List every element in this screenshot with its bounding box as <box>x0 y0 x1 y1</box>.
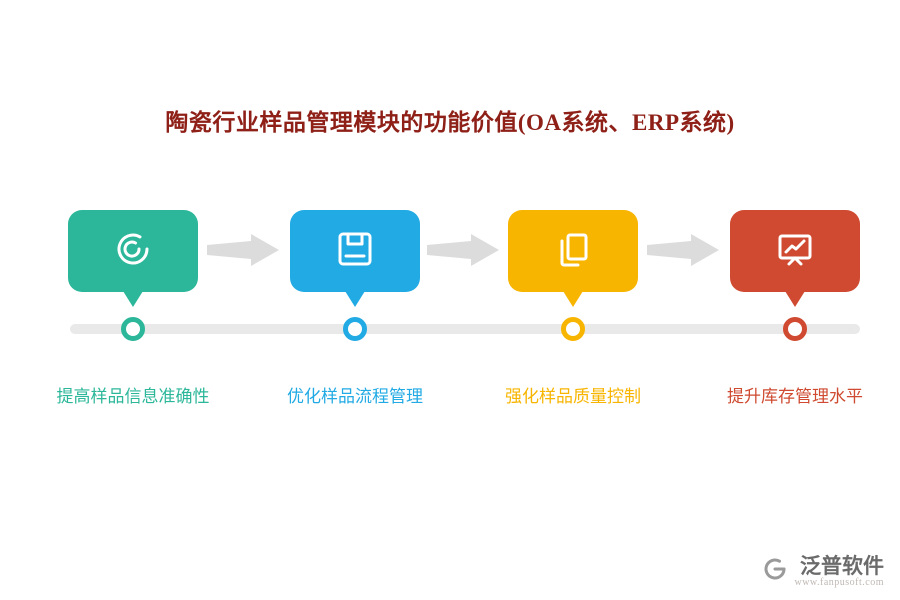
timeline-dot <box>783 317 807 341</box>
step-bubble <box>290 210 420 292</box>
flow-arrow-icon <box>647 234 719 266</box>
step-label: 提升库存管理水平 <box>727 387 863 406</box>
fanpu-logo-icon <box>762 556 788 587</box>
step-process: 优化样品流程管理 <box>287 210 423 406</box>
timeline-dot <box>561 317 585 341</box>
step-bubble <box>508 210 638 292</box>
flow-arrow-icon <box>427 234 499 266</box>
timeline-dot <box>121 317 145 341</box>
brand-name: 泛普软件 <box>800 553 884 578</box>
brand-watermark: 泛普软件 www.fanpusoft.com <box>762 555 884 588</box>
step-quality: 强化样品质量控制 <box>505 210 641 406</box>
page-title: 陶瓷行业样品管理模块的功能价值(OA系统、ERP系统) <box>165 110 735 135</box>
timeline-dot <box>343 317 367 341</box>
brand-url: www.fanpusoft.com <box>794 577 884 588</box>
donut-chart-icon <box>109 225 157 278</box>
step-accuracy: 提高样品信息准确性 <box>57 210 210 406</box>
bubble-tail <box>563 291 583 307</box>
timeline-bar <box>70 324 860 334</box>
step-label: 强化样品质量控制 <box>505 387 641 406</box>
bubble-tail <box>345 291 365 307</box>
step-bubble <box>68 210 198 292</box>
bubble-tail <box>123 291 143 307</box>
flow-arrow-icon <box>207 234 279 266</box>
step-bubble <box>730 210 860 292</box>
presentation-chart-icon <box>771 225 819 278</box>
copy-icon <box>549 225 597 278</box>
bubble-tail <box>785 291 805 307</box>
save-icon <box>331 225 379 278</box>
step-label: 优化样品流程管理 <box>287 387 423 406</box>
step-inventory: 提升库存管理水平 <box>727 210 863 406</box>
step-label: 提高样品信息准确性 <box>56 387 210 406</box>
